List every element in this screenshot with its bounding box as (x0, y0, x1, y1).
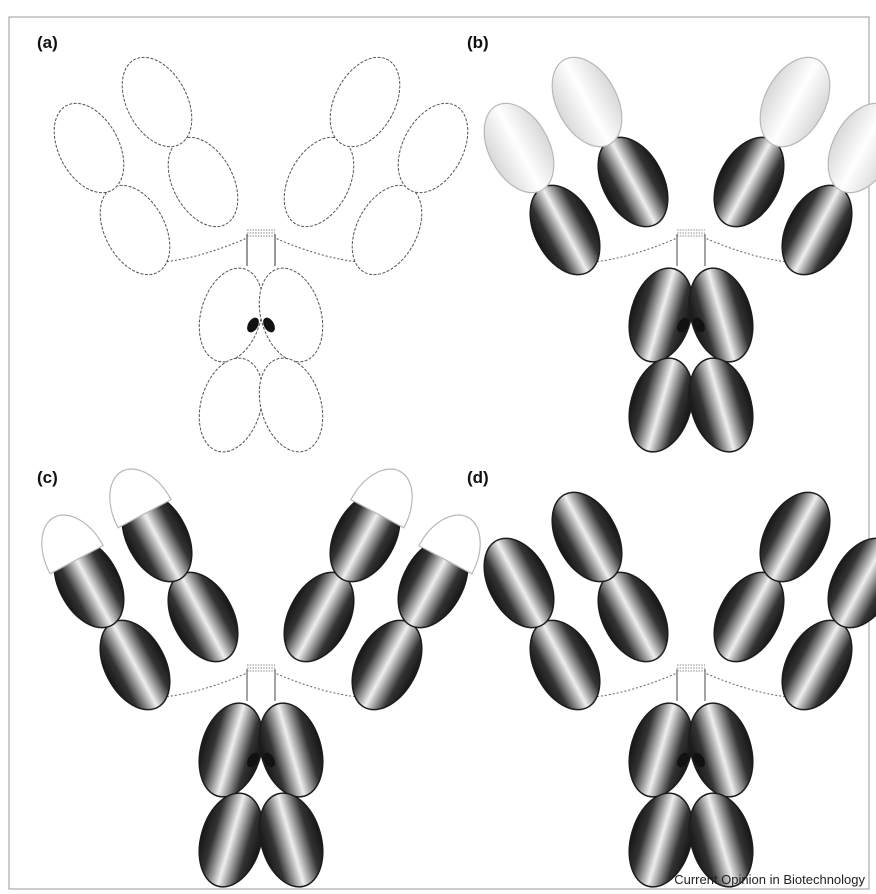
panel-c-label: (c) (37, 468, 58, 487)
left-arm-linker (163, 238, 247, 262)
figure-credit: Current Opinion in Biotechnology (674, 872, 865, 887)
antibody-a (40, 46, 482, 460)
ch3-domain-right (679, 351, 763, 460)
panel-c: (c) (28, 457, 495, 894)
antibody-d (470, 481, 876, 894)
hinge-chains (677, 234, 705, 266)
left-arm-linker (163, 673, 247, 697)
panel-d-label: (d) (467, 468, 489, 487)
right-arm-linker (705, 673, 789, 697)
ch3-domain-right (249, 786, 333, 894)
ch2-domain-right (249, 696, 333, 805)
antibody-c (28, 457, 495, 894)
antibody-b (470, 46, 876, 460)
right-arm-linker (275, 673, 359, 697)
hinge-chains (247, 234, 275, 266)
hinge-chains (677, 669, 705, 701)
ch2-domain-right (679, 261, 763, 370)
ch2-domain-right (249, 261, 333, 370)
right-arm-linker (705, 238, 789, 262)
panel-a-label: (a) (37, 33, 58, 52)
right-arm-linker (275, 238, 359, 262)
hinge-chains (247, 669, 275, 701)
panel-d: (d) (467, 468, 876, 894)
panel-a: (a) (37, 33, 482, 459)
ch3-domain-right (249, 351, 333, 460)
left-arm-linker (593, 673, 677, 697)
panel-b: (b) (467, 33, 876, 459)
panel-b-label: (b) (467, 33, 489, 52)
left-arm-linker (593, 238, 677, 262)
ch2-domain-right (679, 696, 763, 805)
